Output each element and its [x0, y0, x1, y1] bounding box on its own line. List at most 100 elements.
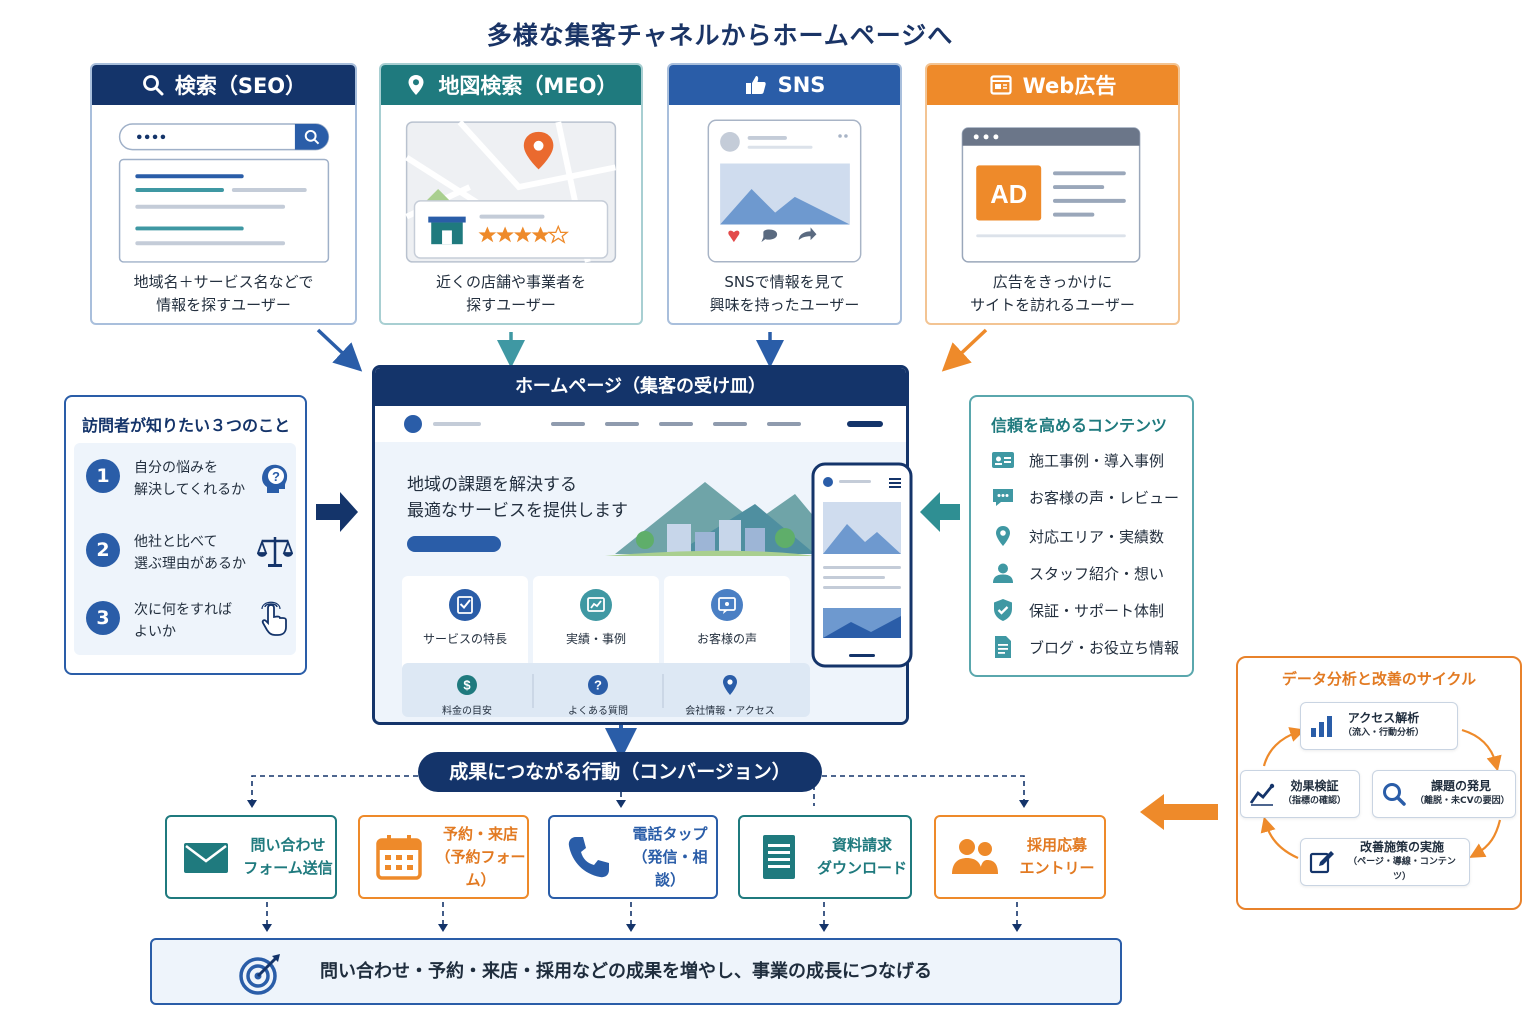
cv-recruit-entry[interactable]: 採用応募エントリー [934, 815, 1106, 899]
arrow-trust [920, 492, 960, 532]
hero-cta-button[interactable] [407, 536, 501, 552]
channel-seo-caption: 地域名＋サービス名などで 情報を探すユーザー [133, 273, 314, 314]
speech-bubble-icon [993, 489, 1013, 506]
improvement-cycle-panel: データ分析と改善のサイクル アクセス解析（流入・行動分析） 課題の発見（離脱・未… [1236, 656, 1522, 910]
trust-item-blog: ブログ・お役立ち情報 [991, 633, 1179, 661]
magnifier-icon [142, 75, 164, 96]
arrow-seo [316, 328, 363, 372]
homepage-navbar [404, 415, 883, 433]
question-head-icon: ? [262, 464, 288, 493]
arrow-ad [941, 328, 988, 372]
document-list-icon [763, 835, 795, 879]
cv-reservation[interactable]: 予約・来店（予約フォーム） [358, 815, 529, 899]
need-item-1: 1 自分の悩みを解決してくれるか ? [76, 445, 299, 511]
homepage-hero-text: 地域の課題を解決する 最適なサービスを提供します [407, 475, 628, 521]
bar-chart-icon [1311, 716, 1332, 737]
trend-line-icon [1249, 783, 1275, 806]
channel-ad-caption: 広告をきっかけに サイトを訪れるユーザー [970, 273, 1135, 314]
visitor-needs-title: 訪問者が知りたい３つのこと [82, 416, 291, 435]
people-icon [952, 839, 998, 874]
ad-browser-mock: AD [961, 127, 1141, 263]
dash-tree-left [251, 775, 418, 800]
need-item-3: 3 次に何をすればよいか [76, 587, 299, 653]
calendar-icon [376, 835, 422, 880]
channel-ad-header: Web広告 [927, 65, 1178, 105]
conversion-title: 成果につながる行動（コンバージョン） [418, 752, 822, 792]
visitor-needs-panel: 訪問者が知りたい３つのこと 1 自分の悩みを解決してくれるか ? 2 他社と比べ… [64, 395, 307, 675]
envelope-icon [184, 843, 228, 873]
chart-board-icon [580, 589, 612, 621]
ad-badge: AD [990, 181, 1027, 209]
pointing-hand-icon [261, 601, 287, 636]
balance-scale-icon [257, 537, 293, 567]
document-icon [995, 636, 1011, 658]
arrow-cycle [1140, 794, 1218, 830]
service-card-voice[interactable]: お客様の声 [664, 576, 790, 658]
channel-web-ad: Web広告 AD 広告をきっかけに サイトを訪れるユーザー [925, 63, 1180, 325]
pin-icon [996, 526, 1010, 546]
magnifier-icon [1383, 783, 1406, 806]
sub-link-faq[interactable]: ? よくある質問 [533, 668, 663, 720]
person-icon [993, 563, 1013, 583]
channel-meo-caption: 近くの店舗や事業者を 探すユーザー [435, 273, 586, 314]
trust-item-reviews: お客様の声・レビュー [991, 483, 1179, 511]
location-icon [723, 675, 737, 695]
channel-seo-label: 検索（SEO） [174, 74, 307, 98]
need-item-2: 2 他社と比べて選ぶ理由があるか [76, 519, 299, 585]
channel-ad-label: Web広告 [1022, 74, 1117, 98]
question-icon: ? [588, 675, 608, 695]
edit-icon [1309, 851, 1334, 874]
service-card-features[interactable]: サービスの特長 [402, 576, 528, 658]
map-mock [405, 120, 617, 263]
trust-item-support: 保証・サポート体制 [991, 596, 1164, 624]
chat-screen-icon [711, 589, 743, 621]
channel-meo: 地図検索（MEO） 近くの店舗や事業者を 探すユーザー [379, 63, 643, 325]
cv-document-request[interactable]: 資料請求ダウンロード [738, 815, 912, 899]
search-result-mock [118, 123, 330, 263]
channel-seo-header: 検索（SEO） [92, 65, 355, 105]
main-title: 多様な集客チャネルからホームページへ [486, 21, 954, 50]
goal-banner: 問い合わせ・予約・来店・採用などの成果を増やし、事業の成長につなげる [150, 938, 1122, 1005]
id-card-icon [992, 452, 1014, 468]
service-card-results[interactable]: 実績・事例 [533, 576, 659, 658]
cycle-step-implementation: 改善施策の実施（ページ・導線・コンテンツ） [1300, 838, 1470, 886]
goal-text: 問い合わせ・予約・来店・採用などの成果を増やし、事業の成長につなげる [320, 961, 932, 982]
sub-link-pricing[interactable]: $ 料金の目安 [402, 668, 532, 720]
channel-meo-header: 地図検索（MEO） [381, 65, 641, 105]
channel-meo-label: 地図検索（MEO） [438, 74, 618, 98]
channel-sns-header: SNS [669, 65, 900, 105]
cycle-step-access-analysis: アクセス解析（流入・行動分析） [1300, 702, 1458, 750]
trust-content-panel: 信頼を高めるコンテンツ 施工事例・導入事例 お客様の声・レビュー 対応エリア・実… [969, 395, 1194, 677]
trust-item-area: 対応エリア・実績数 [991, 522, 1164, 550]
channel-sns: SNS SNSで情報を見て 興味を持ったユーザー [667, 63, 902, 325]
dash-tree-right [822, 775, 1025, 800]
cycle-step-issue-discovery: 課題の発見（離脱・未CVの要因） [1372, 770, 1516, 818]
sns-post-mock [707, 119, 862, 263]
svg-text:$: $ [463, 678, 471, 693]
arrow-needs [316, 492, 358, 532]
browser-ad-icon [990, 75, 1012, 95]
sub-link-company[interactable]: 会社情報・アクセス [665, 668, 795, 720]
checklist-icon [449, 589, 481, 621]
map-pin-icon [408, 75, 424, 95]
svg-text:?: ? [594, 678, 602, 693]
phone-icon [568, 837, 609, 878]
channel-sns-caption: SNSで情報を見て 興味を持ったユーザー [709, 273, 860, 314]
trust-item-cases: 施工事例・導入事例 [991, 446, 1164, 474]
homepage-title: ホームページ（集客の受け皿） [375, 368, 906, 406]
svg-text:?: ? [272, 469, 280, 484]
channel-sns-label: SNS [777, 73, 826, 97]
cv-inquiry-form[interactable]: 問い合わせフォーム送信 [165, 815, 337, 899]
trust-title: 信頼を高めるコンテンツ [991, 416, 1168, 435]
dollar-icon: $ [457, 675, 477, 695]
cv-phone-tap[interactable]: 電話タップ（発信・相談） [548, 815, 718, 899]
thumbs-up-icon [745, 76, 766, 94]
channel-seo: 検索（SEO） 地域名＋サービス名などで 情報を探すユーザー [90, 63, 357, 325]
shield-check-icon [994, 599, 1012, 621]
cycle-step-verification: 効果検証（指標の確認） [1240, 770, 1360, 818]
trust-item-staff: スタッフ紹介・想い [991, 559, 1164, 587]
smartphone-mock [811, 462, 913, 668]
cycle-arrows [1260, 727, 1502, 860]
cycle-title: データ分析と改善のサイクル [1281, 670, 1477, 688]
target-icon [239, 954, 280, 995]
